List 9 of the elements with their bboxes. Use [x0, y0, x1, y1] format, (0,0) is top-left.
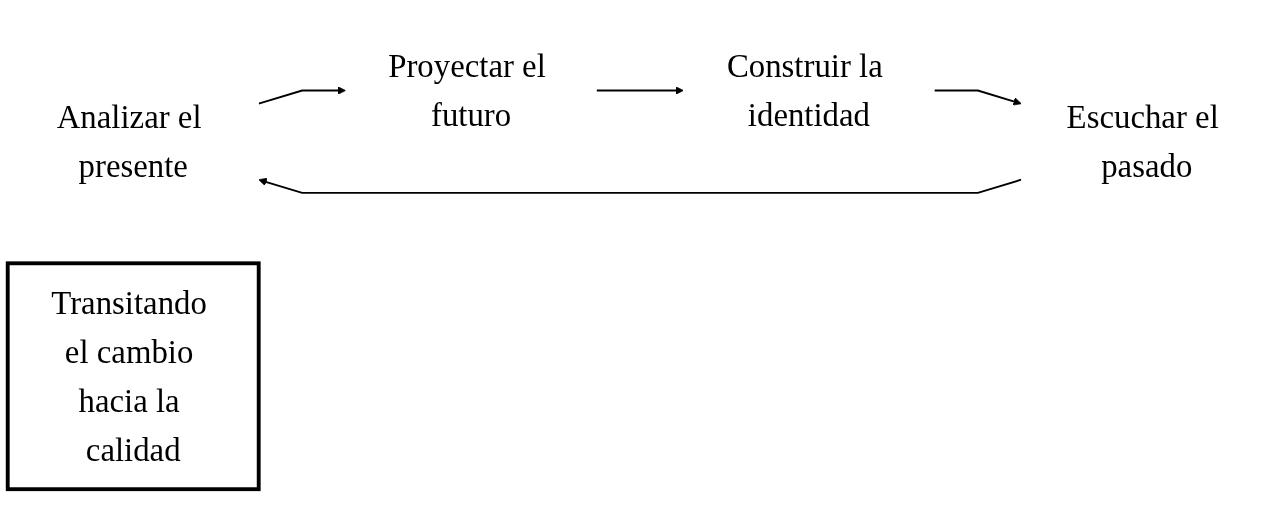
node-text: Escuchar el pasado [1066, 99, 1219, 185]
arrow [258, 177, 1023, 194]
arrow [933, 89, 1022, 106]
node-text: Analizar el presente [56, 99, 202, 185]
arrow [595, 86, 684, 95]
node-text: Proyectar el futuro [388, 48, 546, 133]
node-text: Construir la identidad [726, 48, 883, 133]
node-box: Transitando el cambio hacia la calidad [5, 261, 261, 492]
arrow [257, 86, 346, 105]
